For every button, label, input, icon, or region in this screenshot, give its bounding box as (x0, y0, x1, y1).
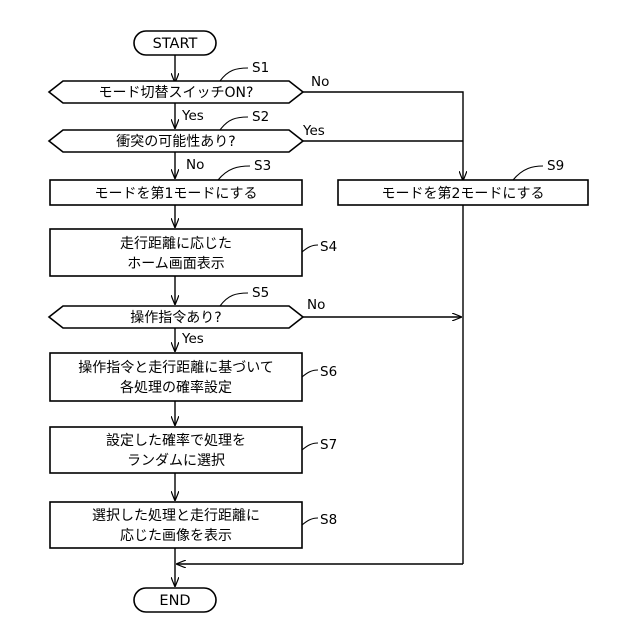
end-terminal: END (134, 588, 216, 612)
decision-s1: モード切替スイッチON? S1 (49, 60, 303, 103)
step-id-s5: S5 (252, 285, 269, 301)
s1-no-label: No (311, 74, 329, 90)
process-s6: 操作指令と走行距離に基づいて 各処理の確率設定 S6 (50, 353, 337, 401)
s9-leader (513, 166, 543, 180)
process-s7-line1: 設定した確率で処理を (106, 432, 246, 449)
decision-s2-text: 衝突の可能性あり? (116, 134, 235, 150)
decision-s1-text: モード切替スイッチON? (99, 85, 254, 101)
process-s8: 選択した処理と走行距離に 応じた画像を表示 S8 (50, 502, 337, 548)
s2-yes-label: Yes (302, 123, 325, 139)
step-id-s6: S6 (320, 364, 337, 380)
step-id-s3: S3 (254, 158, 271, 174)
s7-leader (302, 443, 318, 450)
process-s3: モードを第1モードにする S3 (50, 158, 302, 205)
connector-s1-no (303, 92, 463, 180)
s5-leader (220, 293, 248, 306)
s1-yes-label: Yes (181, 108, 204, 124)
process-s7-line2: ランダムに選択 (127, 453, 225, 469)
step-id-s8: S8 (320, 512, 337, 528)
s3-leader (218, 166, 250, 180)
process-s8-line2: 応じた画像を表示 (120, 528, 232, 544)
step-id-s9: S9 (547, 158, 564, 174)
s8-leader (302, 518, 318, 525)
process-s7: 設定した確率で処理を ランダムに選択 S7 (50, 427, 337, 473)
decision-s5: 操作指令あり? S5 (49, 285, 303, 328)
s2-leader (220, 117, 248, 130)
start-label: START (153, 36, 198, 52)
s5-yes-label: Yes (181, 331, 204, 347)
end-label: END (159, 593, 190, 609)
process-s6-line1: 操作指令と走行距離に基づいて (78, 359, 274, 376)
s1-leader (220, 68, 248, 81)
step-id-s7: S7 (320, 437, 337, 453)
process-s9-text: モードを第2モードにする (381, 185, 544, 202)
s5-no-label: No (307, 297, 325, 313)
process-s6-line2: 各処理の確率設定 (120, 379, 232, 396)
decision-s2: 衝突の可能性あり? S2 (49, 109, 303, 152)
step-id-s1: S1 (252, 60, 269, 76)
s4-leader (302, 245, 318, 252)
start-terminal: START (134, 31, 216, 55)
step-id-s2: S2 (252, 109, 269, 125)
process-s4-line1: 走行距離に応じた (120, 235, 232, 252)
s2-no-label: No (186, 157, 204, 173)
process-s4-line2: ホーム画面表示 (127, 256, 225, 272)
s6-leader (302, 370, 318, 377)
process-s8-line1: 選択した処理と走行距離に (92, 507, 260, 524)
process-s3-text: モードを第1モードにする (94, 185, 257, 202)
process-s4: 走行距離に応じた ホーム画面表示 S4 (50, 229, 337, 276)
step-id-s4: S4 (320, 239, 337, 255)
decision-s5-text: 操作指令あり? (130, 310, 221, 326)
